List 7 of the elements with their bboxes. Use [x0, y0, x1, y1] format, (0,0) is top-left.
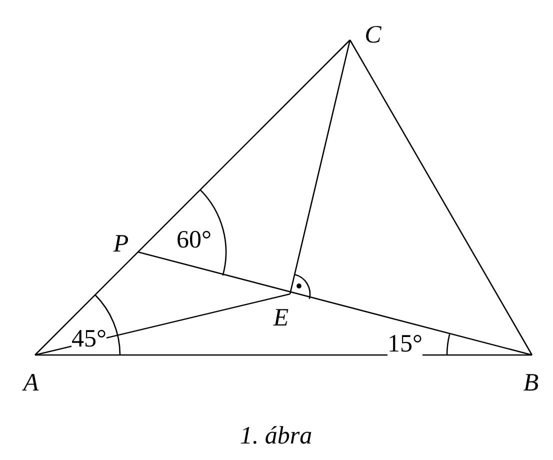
point-label: P [113, 232, 129, 256]
point-label: B [523, 370, 539, 396]
figure-caption: 1. ábra [240, 424, 312, 448]
point-label: C [364, 22, 382, 48]
angle-label: 15° [388, 332, 422, 356]
point-label: A [23, 370, 39, 396]
point-label: E [273, 306, 289, 330]
